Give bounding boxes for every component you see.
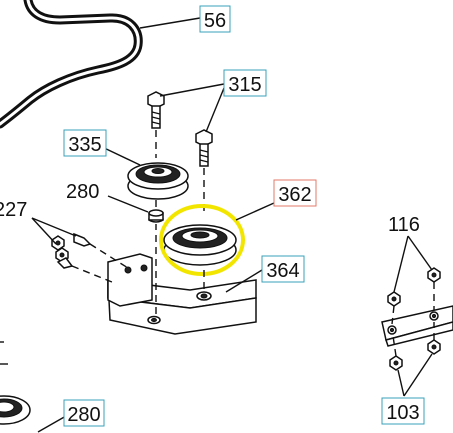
bolt-335	[147, 91, 165, 158]
callout-362-text: 362	[278, 184, 311, 206]
callout-280-bottom[interactable]: 280	[63, 399, 105, 427]
plate-assembly	[381, 267, 453, 371]
spacer-280-top	[148, 209, 164, 223]
callout-280-top[interactable]: 280	[66, 181, 99, 203]
highlight-ring	[159, 204, 245, 276]
callout-227[interactable]: 227	[0, 199, 27, 221]
pulley-bottom-left	[0, 341, 31, 425]
callout-364-text: 364	[266, 260, 299, 282]
bolt-362	[195, 129, 213, 215]
fasteners-227	[51, 232, 129, 283]
callout-280-bottom-text: 280	[67, 404, 100, 426]
pulley-362	[163, 224, 237, 266]
belt	[0, 0, 201, 129]
callout-56[interactable]: 56	[199, 5, 231, 33]
pulley-335	[127, 162, 189, 230]
callout-335[interactable]: 335	[63, 129, 107, 157]
callout-315[interactable]: 315	[223, 69, 267, 97]
callout-103[interactable]: 103	[381, 397, 425, 425]
callout-116[interactable]: 116	[388, 214, 420, 236]
callout-315-text: 315	[228, 74, 261, 96]
callout-103-text: 103	[386, 402, 419, 424]
callout-364[interactable]: 364	[261, 255, 305, 283]
callout-335-text: 335	[68, 134, 101, 156]
bracket-364	[107, 235, 257, 335]
callout-362[interactable]: 362	[273, 179, 317, 207]
callout-56-text: 56	[204, 10, 226, 32]
